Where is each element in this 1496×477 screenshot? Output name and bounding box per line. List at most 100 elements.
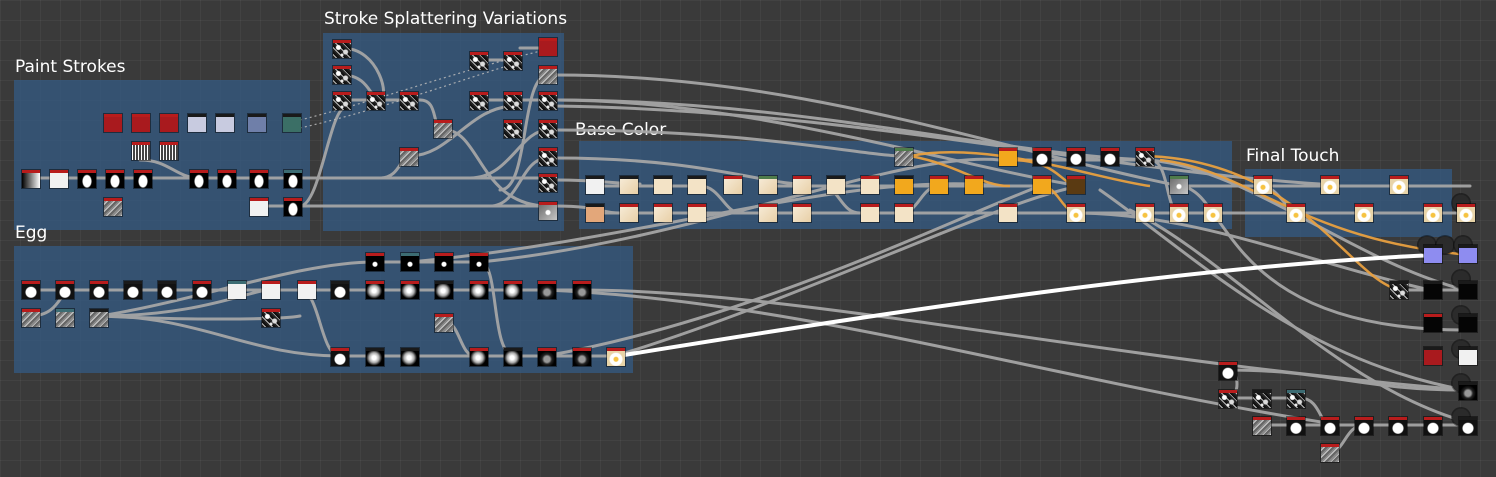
node-splatter-10[interactable]	[539, 66, 557, 84]
node-base-16[interactable]	[1067, 148, 1085, 166]
node-br-3[interactable]	[1253, 390, 1271, 408]
node-color-gray-2[interactable]	[216, 114, 234, 132]
node-output-metal[interactable]	[1424, 314, 1442, 332]
node-output-normal-2[interactable]	[1459, 245, 1477, 263]
node-final-3[interactable]	[1390, 176, 1408, 194]
node-output-normal[interactable]	[1424, 245, 1442, 263]
node-base-14[interactable]	[999, 148, 1017, 166]
node-color-red-3[interactable]	[160, 114, 178, 132]
node-egg-11[interactable]	[366, 281, 384, 299]
node-egg-1[interactable]	[22, 281, 40, 299]
node-base-5[interactable]	[724, 176, 742, 194]
node-egg-b5[interactable]	[504, 348, 522, 366]
node-base-27[interactable]	[861, 204, 879, 222]
node-br-1[interactable]	[1219, 362, 1237, 380]
node-splatter-7[interactable]	[400, 148, 418, 166]
node-base-1[interactable]	[586, 176, 604, 194]
node-base-4[interactable]	[688, 176, 706, 194]
node-splatter-14[interactable]	[504, 120, 522, 138]
node-color-gray-1[interactable]	[188, 114, 206, 132]
node-base-28[interactable]	[895, 204, 913, 222]
node-output-ao[interactable]	[1459, 382, 1477, 400]
node-egg-top-1[interactable]	[366, 253, 384, 271]
node-base-31[interactable]	[1170, 176, 1188, 194]
node-base-3[interactable]	[654, 176, 672, 194]
node-br-10[interactable]	[1424, 417, 1442, 435]
node-base-33[interactable]	[1170, 204, 1188, 222]
node-splatter-3[interactable]	[333, 92, 351, 110]
node-egg-17[interactable]	[573, 281, 591, 299]
node-splatter-2[interactable]	[333, 66, 351, 84]
node-final-4[interactable]	[1287, 204, 1305, 222]
node-base-11[interactable]	[930, 176, 948, 194]
node-egg-b4[interactable]	[470, 348, 488, 366]
node-strokes-1[interactable]	[132, 142, 150, 160]
node-splatter-9[interactable]	[504, 52, 522, 70]
node-shape-9[interactable]	[284, 198, 302, 216]
node-base-10[interactable]	[895, 176, 913, 194]
node-egg-b8[interactable]	[607, 348, 625, 366]
node-shape-1[interactable]	[50, 170, 68, 188]
node-egg-b3[interactable]	[401, 348, 419, 366]
node-base-18[interactable]	[1136, 148, 1154, 166]
node-br-4[interactable]	[1287, 390, 1305, 408]
node-egg-noise-3[interactable]	[90, 309, 108, 327]
node-color-teal[interactable]	[283, 114, 301, 132]
node-splatter-11[interactable]	[470, 92, 488, 110]
node-output-color[interactable]	[1424, 347, 1442, 365]
node-egg-5[interactable]	[158, 281, 176, 299]
node-color-red-2[interactable]	[132, 114, 150, 132]
node-egg-6[interactable]	[193, 281, 211, 299]
node-base-15[interactable]	[1033, 148, 1051, 166]
node-egg-noise-1[interactable]	[22, 309, 40, 327]
node-output-metal-2[interactable]	[1459, 314, 1477, 332]
node-br-12[interactable]	[1321, 444, 1339, 462]
node-egg-top-4[interactable]	[470, 253, 488, 271]
node-final-1[interactable]	[1254, 176, 1272, 194]
node-egg-b2[interactable]	[366, 348, 384, 366]
node-shape-2[interactable]	[78, 170, 96, 188]
node-splatter-17[interactable]	[539, 174, 557, 192]
node-splatter-red[interactable]	[539, 38, 557, 56]
node-base-32[interactable]	[1136, 204, 1154, 222]
node-base-7[interactable]	[793, 176, 811, 194]
node-base-13[interactable]	[895, 148, 913, 166]
node-strokes-2[interactable]	[160, 142, 178, 160]
node-gradient[interactable]	[22, 170, 40, 188]
node-egg-14[interactable]	[470, 281, 488, 299]
node-splatter-4[interactable]	[367, 92, 385, 110]
node-base-21[interactable]	[586, 204, 604, 222]
node-br-8[interactable]	[1355, 417, 1373, 435]
node-noise-paint[interactable]	[104, 198, 122, 216]
node-splatter-8[interactable]	[470, 52, 488, 70]
node-splatter-12[interactable]	[504, 92, 522, 110]
node-base-9[interactable]	[861, 176, 879, 194]
node-base-12[interactable]	[965, 176, 983, 194]
node-base-19[interactable]	[1033, 176, 1051, 194]
node-base-17[interactable]	[1101, 148, 1119, 166]
node-final-2[interactable]	[1321, 176, 1339, 194]
node-final-6[interactable]	[1424, 204, 1442, 222]
node-base-30[interactable]	[1067, 204, 1085, 222]
node-shape-7[interactable]	[250, 170, 268, 188]
node-splatter-16[interactable]	[539, 148, 557, 166]
node-base-24[interactable]	[688, 204, 706, 222]
node-egg-8[interactable]	[262, 281, 280, 299]
node-egg-b6[interactable]	[538, 348, 556, 366]
node-br-2[interactable]	[1219, 390, 1237, 408]
node-egg-noise-5[interactable]	[435, 314, 453, 332]
node-gradient-2[interactable]	[250, 198, 268, 216]
node-base-25[interactable]	[759, 204, 777, 222]
node-output-rough-src[interactable]	[1390, 281, 1408, 299]
node-br-11[interactable]	[1459, 417, 1477, 435]
node-shape-6[interactable]	[218, 170, 236, 188]
node-output-color-2[interactable]	[1459, 347, 1477, 365]
node-base-26[interactable]	[793, 204, 811, 222]
node-base-6[interactable]	[759, 176, 777, 194]
node-output-rough[interactable]	[1424, 281, 1442, 299]
node-final-5[interactable]	[1355, 204, 1373, 222]
node-base-2[interactable]	[620, 176, 638, 194]
node-splatter-15[interactable]	[539, 120, 557, 138]
node-shape-4[interactable]	[134, 170, 152, 188]
node-output-rough-2[interactable]	[1459, 281, 1477, 299]
